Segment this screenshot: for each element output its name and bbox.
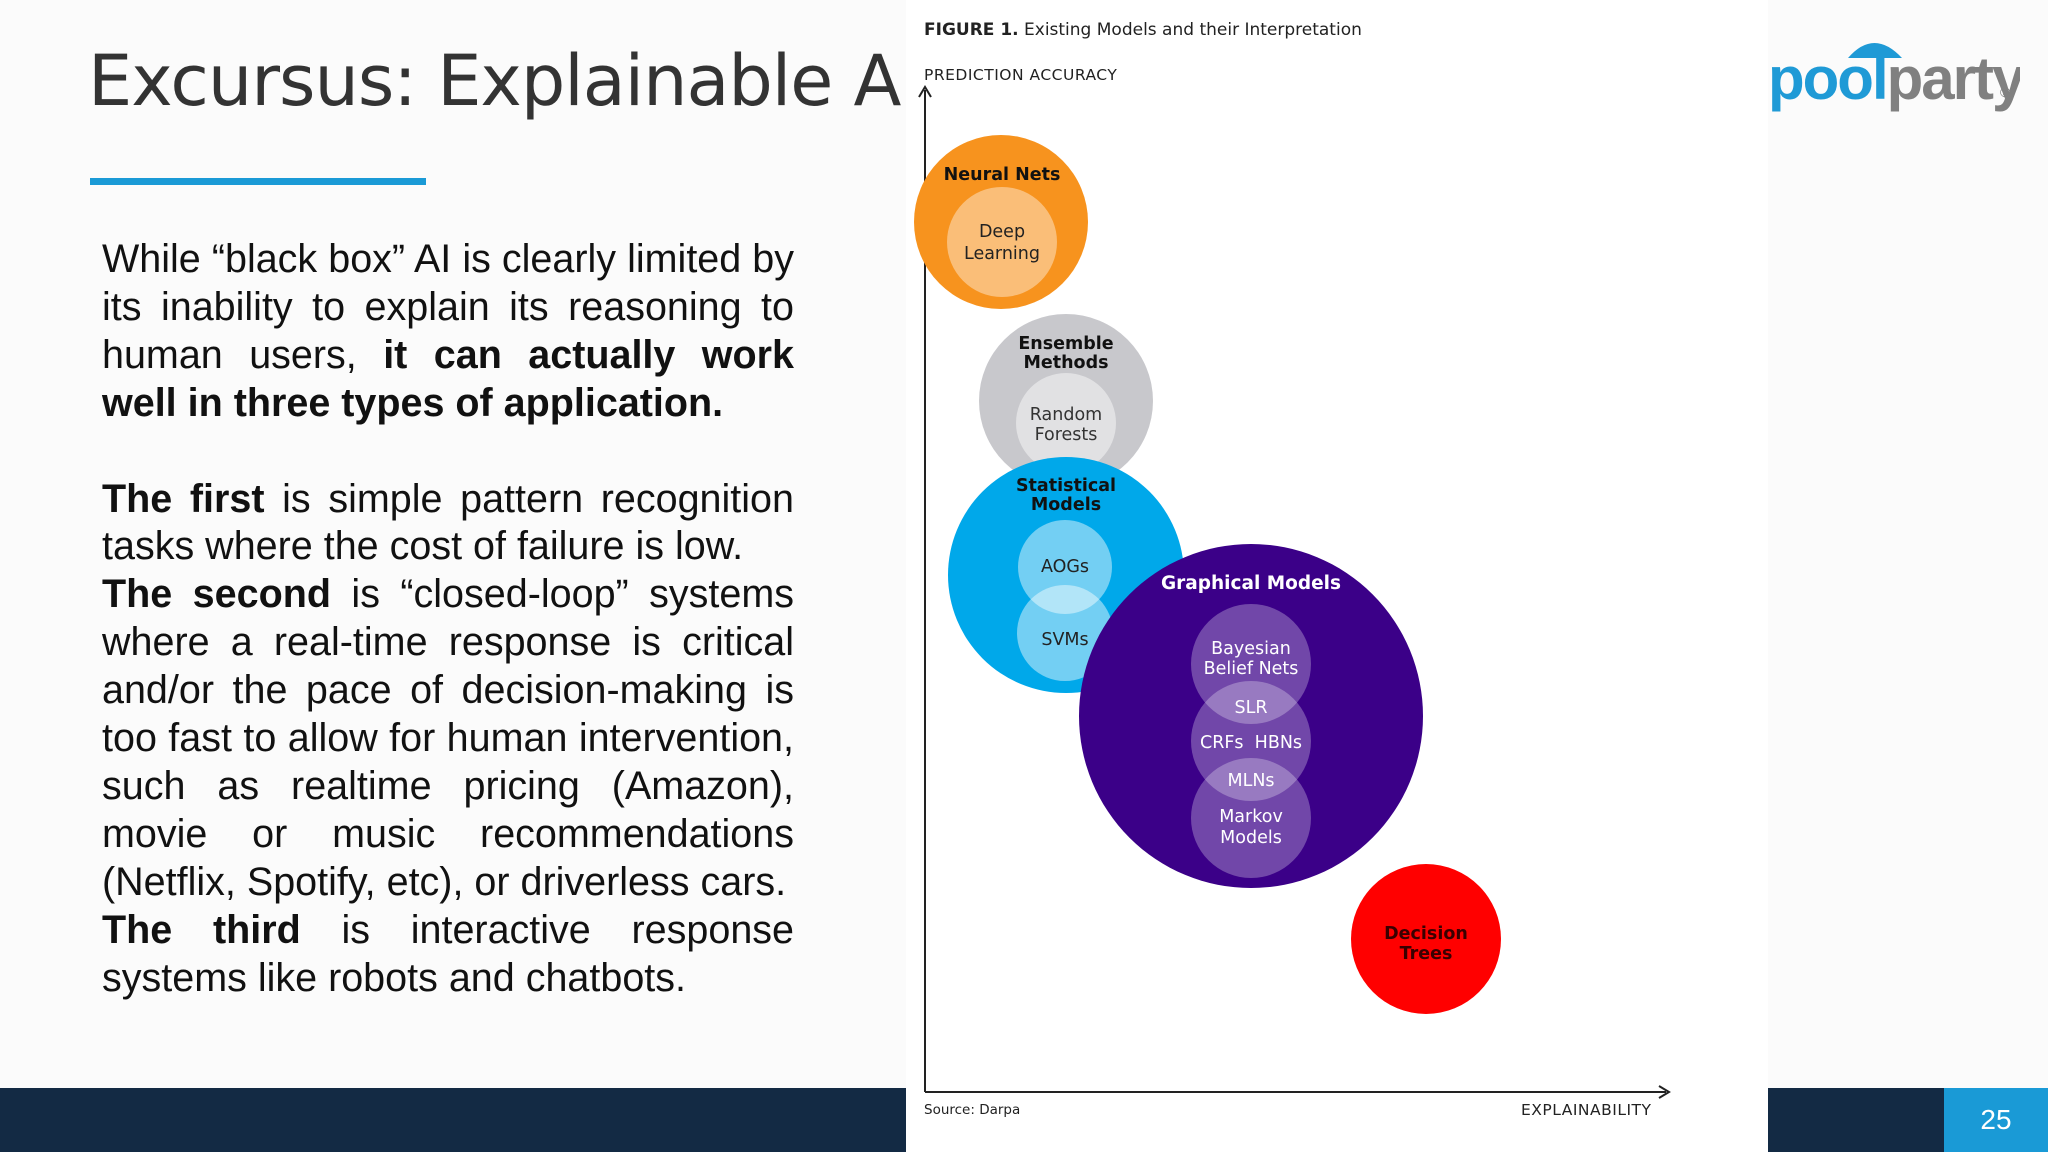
random-forests-label-2: Forests xyxy=(1035,425,1098,445)
title-accent-rule xyxy=(90,178,426,185)
bayesian-belief-nets-label-2: Belief Nets xyxy=(1204,659,1299,679)
statistical-models-label-1: Statistical xyxy=(1016,476,1116,496)
neural-nets-label: Neural Nets xyxy=(944,165,1061,185)
poolparty-logo: poolparty ® xyxy=(1768,24,2020,120)
paragraph-second: The second is “closed-loop” systems wher… xyxy=(102,572,794,904)
decision-trees-label-2: Trees xyxy=(1400,944,1453,964)
markov-models-label-1: Markov xyxy=(1219,807,1283,827)
random-forests-circle xyxy=(1016,373,1116,473)
slr-label: SLR xyxy=(1234,698,1267,718)
y-axis-label: PREDICTION ACCURACY xyxy=(924,66,1118,84)
bayesian-belief-nets-circle xyxy=(1191,604,1311,724)
graphical-models-circle xyxy=(1079,544,1423,888)
svms-label: SVMs xyxy=(1041,630,1088,650)
paragraph-intro: While “black box” AI is clearly limited … xyxy=(102,237,794,425)
paragraph-third: The third is interactive response system… xyxy=(102,907,794,1000)
slide-title: Excursus: Explainable AI xyxy=(88,40,921,122)
figure-source: Source: Darpa xyxy=(924,1102,1021,1118)
deep-learning-label-2: Learning xyxy=(964,244,1040,264)
page-number: 25 xyxy=(1944,1088,2048,1152)
ensemble-methods-circle xyxy=(979,314,1153,488)
logo-umbrella-icon xyxy=(1848,43,1902,58)
crfs-hbns-label: CRFs HBNs xyxy=(1200,733,1302,753)
deep-learning-circle xyxy=(947,187,1057,297)
aogs-label: AOGs xyxy=(1041,557,1089,577)
body-text: While “black box” AI is clearly limited … xyxy=(102,236,794,1002)
bayesian-belief-nets-label-1: Bayesian xyxy=(1211,639,1291,659)
x-axis-label: EXPLAINABILITY xyxy=(1521,1101,1652,1119)
mlns-label: MLNs xyxy=(1227,771,1274,791)
markov-models-circle xyxy=(1191,758,1311,878)
random-forests-label-1: Random xyxy=(1030,405,1102,425)
paragraph-first: The first is simple pattern recognition … xyxy=(102,476,794,569)
neural-nets-circle xyxy=(914,135,1088,309)
crfs-hbns-circle xyxy=(1191,681,1311,801)
graphical-models-label: Graphical Models xyxy=(1161,573,1341,594)
x-axis-arrow xyxy=(1658,1085,1671,1099)
statistical-models-label-2: Models xyxy=(1031,495,1101,515)
decision-trees-circle xyxy=(1351,864,1501,1014)
decision-trees-label-1: Decision xyxy=(1384,924,1468,944)
ensemble-methods-label-2: Methods xyxy=(1023,353,1108,373)
svms-circle xyxy=(1017,585,1113,681)
y-axis-arrow xyxy=(918,85,932,98)
aogs-circle xyxy=(1018,520,1112,614)
figure-caption: FIGURE 1. Existing Models and their Inte… xyxy=(924,20,1362,40)
markov-models-label-2: Models xyxy=(1220,828,1282,848)
ensemble-methods-label-1: Ensemble xyxy=(1018,334,1113,354)
deep-learning-label-1: Deep xyxy=(979,222,1025,242)
